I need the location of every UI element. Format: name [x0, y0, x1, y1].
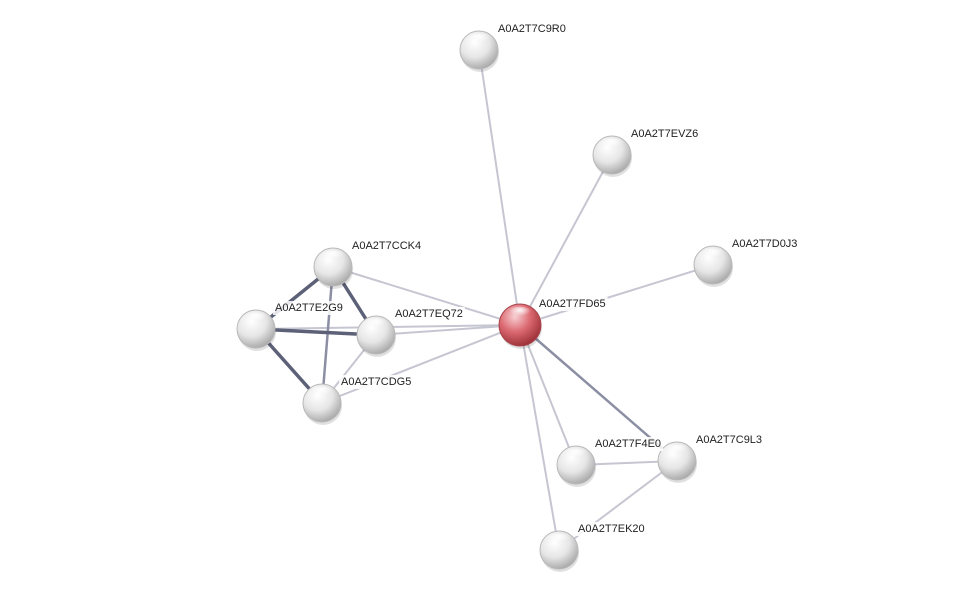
edge-a0a2t7fd65-a0a2t7eq72: [375, 324, 521, 336]
edge-a0a2t7fd65-a0a2t7d0j3: [519, 264, 714, 326]
label-background: [350, 239, 424, 253]
node-highlight: [310, 386, 334, 399]
node-highlight: [507, 306, 533, 321]
node-label-a0a2t7cdg5: A0A2T7CDG5: [341, 376, 411, 388]
node-a0a2t7fd65[interactable]: [498, 303, 542, 349]
node-a0a2t7e2g9[interactable]: [236, 309, 276, 351]
node-a0a2t7c9r0[interactable]: [459, 30, 499, 72]
node-label-a0a2t7c9l3: A0A2T7C9L3: [696, 434, 762, 446]
node-a0a2t7ek20[interactable]: [539, 530, 579, 572]
node-highlight: [547, 533, 571, 546]
node-label-a0a2t7evz6: A0A2T7EVZ6: [631, 128, 698, 140]
node-a0a2t7cdg5[interactable]: [302, 383, 342, 425]
node-a0a2t7eq72[interactable]: [356, 315, 396, 357]
edge-a0a2t7fd65-a0a2t7evz6: [519, 154, 613, 326]
node-highlight: [701, 248, 725, 261]
label-background: [694, 433, 765, 447]
edge-a0a2t7fd65-a0a2t7cdg5: [321, 324, 521, 404]
node-label-a0a2t7ek20: A0A2T7EK20: [578, 523, 645, 535]
node-a0a2t7f4e0[interactable]: [556, 445, 596, 487]
edge-a0a2t7cck4-a0a2t7cdg5: [320, 265, 335, 405]
node-highlight: [244, 312, 268, 325]
node-a0a2t7cck4[interactable]: [313, 247, 353, 289]
label-background: [393, 307, 465, 321]
label-background: [730, 237, 800, 251]
node-highlight: [564, 448, 588, 461]
label-background: [576, 522, 647, 536]
node-label-a0a2t7e2g9: A0A2T7E2G9: [275, 302, 343, 314]
label-background: [593, 437, 664, 451]
edge-a0a2t7fd65-a0a2t7c9r0: [478, 49, 521, 326]
node-label-a0a2t7f4e0: A0A2T7F4E0: [595, 438, 661, 450]
node-highlight: [665, 444, 689, 457]
edge-a0a2t7e2g9-a0a2t7eq72: [254, 327, 378, 337]
edge-a0a2t7fd65-a0a2t7ek20: [519, 324, 560, 551]
label-background: [273, 301, 345, 315]
node-label-a0a2t7fd65: A0A2T7FD65: [539, 298, 606, 310]
node-a0a2t7evz6[interactable]: [592, 135, 632, 177]
label-background: [629, 127, 701, 141]
edge-a0a2t7fd65-a0a2t7cck4: [332, 266, 521, 326]
node-a0a2t7d0j3[interactable]: [693, 245, 733, 287]
edge-a0a2t7fd65-a0a2t7f4e0: [519, 324, 577, 466]
nodes-layer: [236, 30, 733, 572]
edges-layer: [254, 49, 714, 551]
node-label-a0a2t7eq72: A0A2T7EQ72: [395, 308, 463, 320]
node-label-a0a2t7d0j3: A0A2T7D0J3: [732, 238, 797, 250]
label-background: [339, 375, 414, 389]
node-highlight: [364, 318, 388, 331]
node-highlight: [600, 138, 624, 151]
node-a0a2t7c9l3[interactable]: [657, 441, 697, 483]
label-background: [537, 297, 608, 311]
node-label-a0a2t7c9r0: A0A2T7C9R0: [498, 23, 566, 35]
label-background: [496, 22, 568, 36]
node-highlight: [321, 250, 345, 263]
node-label-a0a2t7cck4: A0A2T7CCK4: [352, 240, 421, 252]
node-highlight: [467, 33, 491, 46]
labels-layer: A0A2T7FD65 A0A2T7C9R0A0A2T7EVZ6A0A2T7D0J3…: [273, 22, 800, 536]
